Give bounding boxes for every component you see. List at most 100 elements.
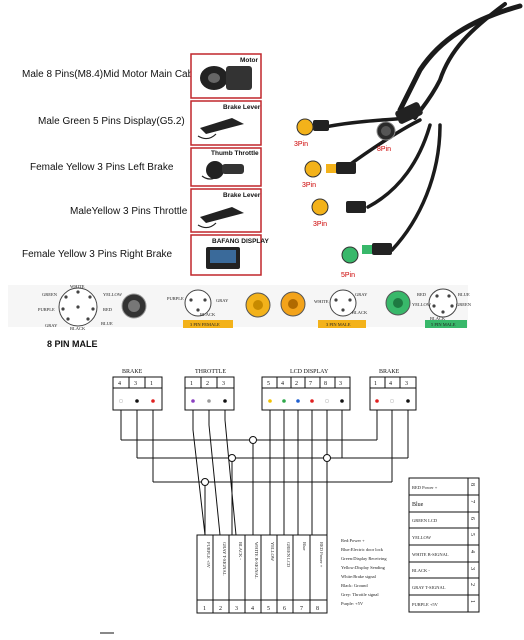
pin-number: 3: [222, 381, 225, 387]
legend-item: Red:Power +: [341, 538, 365, 543]
legend-item: White:Brake signal: [341, 574, 377, 579]
product-box-thumb-throttle: Thumb Throttle: [190, 147, 262, 187]
product-box-motor: Motor: [190, 53, 262, 99]
pin-number: 7: [309, 381, 312, 387]
pin-number: 8: [324, 381, 327, 387]
pin-number: 3: [469, 567, 475, 570]
pin-number: 5: [267, 381, 270, 387]
wire-label: Blue: [302, 542, 307, 551]
wire-label: WHITE: [70, 284, 85, 289]
pin-number: 6: [469, 517, 475, 520]
pin-number: 6: [283, 606, 286, 612]
pin-number: 1: [150, 381, 153, 387]
pin-number: 1: [190, 381, 193, 387]
schematic: [112, 376, 480, 614]
wire-label: WHITE: [314, 299, 329, 304]
brake-left-title: BRAKE: [122, 369, 143, 375]
pin-number: 4: [389, 381, 392, 387]
pin-number: 1: [469, 600, 475, 603]
pin-number: 7: [300, 606, 303, 612]
wire-label: GREEN LCD: [286, 542, 291, 568]
product-box-display: BAFANG DISPLAY: [190, 234, 269, 276]
wire-label: WHITE B-SIGNAL: [412, 552, 449, 557]
wire-label: GREEN: [42, 292, 58, 297]
pin-number: 8: [316, 606, 319, 612]
wire-label: GREEN LCD: [412, 518, 438, 523]
legend-item: Black: Ground: [341, 583, 368, 588]
wire-label: RED Power +: [319, 542, 324, 568]
wire-label: BLACK -: [238, 542, 243, 560]
wire-label: GRAY T-SIGNAL: [412, 585, 446, 590]
wire-label: GREEN: [456, 302, 472, 307]
wire-label: WHITE B-SIGNAL: [254, 542, 259, 579]
pin-number: 1: [374, 381, 377, 387]
wire-label: YELLOW: [270, 542, 275, 562]
wire-label: PURPLE: [38, 307, 55, 312]
pinout-3pin-female: PURPLE GRAY BLACK 3 PIN FEMALE: [167, 289, 233, 328]
pin-number: 3: [405, 381, 408, 387]
pin-number: 3: [134, 381, 137, 387]
pinout-3pin-male: WHITE GRAY BLACK 3 PIN MALE: [280, 289, 368, 328]
pin-number: 3: [235, 606, 238, 612]
wire-label: GRAY: [355, 292, 368, 297]
pin-callout-8pin: 8Pin: [377, 146, 391, 153]
wire-label: RED: [417, 292, 427, 297]
box-title: Motor: [240, 57, 259, 64]
wire-label: GRAY: [45, 323, 58, 328]
legend-item: Grey: Throttle signal: [341, 592, 379, 597]
pin-number: 8: [469, 483, 475, 486]
wire-label: BLACK: [430, 316, 446, 321]
pinout-label: 5 PIN MALE: [431, 322, 456, 327]
box-title: Brake Lever: [223, 104, 261, 111]
pin-callout-3pin-3: 3Pin: [313, 221, 327, 228]
brake-right-title: BRAKE: [379, 369, 400, 375]
wire-label: GRAY T-SIGNAL: [222, 542, 227, 576]
wire-label: GRAY: [216, 298, 229, 303]
cable-label-right-brake: Female Yellow 3 Pins Right Brake: [22, 249, 173, 260]
wire-label: BLUE: [458, 292, 470, 297]
legend-item: Blue:Electric door lock: [341, 547, 384, 552]
product-box-brake-lever-2: Brake Lever: [190, 188, 262, 233]
pin-callout-3pin-2: 3Pin: [302, 182, 316, 189]
pin-number: 1: [203, 606, 206, 612]
pin-number: 5: [469, 533, 475, 536]
cable-label-left-brake: Female Yellow 3 Pins Left Brake: [30, 162, 174, 173]
eight-pin-title: 8 PIN MALE: [47, 339, 98, 349]
wire-label: BLACK: [70, 326, 86, 331]
pin-number: 2: [295, 381, 298, 387]
wire-label: Blue: [412, 502, 424, 508]
legend-item: Purple: +5V: [341, 601, 364, 606]
wire-label: BLUE: [101, 321, 113, 326]
pinout-5pin-male: RED BLUE YELLOW GREEN BLACK 5 PIN MALE: [385, 288, 472, 328]
pin-number: 4: [469, 550, 475, 553]
throttle-icon: [206, 161, 224, 179]
cable-harness: [323, 2, 523, 252]
cable-label-display: Male Green 5 Pins Display(G5.2): [38, 116, 185, 127]
wire-label: YELLOW: [412, 302, 432, 307]
box-title: Brake Lever: [223, 192, 261, 199]
pin-number: 5: [267, 606, 270, 612]
box-title: Thumb Throttle: [211, 150, 259, 157]
junction-dots: [201, 436, 331, 486]
color-legend: Red:Power + Blue:Electric door lock Gree…: [341, 538, 387, 606]
wire-label: PURPLE: [167, 296, 184, 301]
wire-label: YELLOW: [103, 292, 123, 297]
cable-label-motor: Male 8 Pins(M8.4)Mid Motor Main Cable: [22, 69, 201, 80]
connector-3pin-yellow-3: [311, 198, 329, 216]
pin-number: 2: [219, 606, 222, 612]
product-box-brake-lever-1: Brake Lever: [190, 100, 262, 146]
wire-color-dots: [118, 398, 410, 404]
brake-lever-icon: [200, 118, 244, 134]
wire-label: PURPLE +5V: [412, 602, 439, 607]
box-title: BAFANG DISPLAY: [212, 238, 269, 245]
pin-number: 2: [206, 381, 209, 387]
bottom-connector-labels: PURPLE +5V GRAY T-SIGNAL BLACK - WHITE B…: [203, 542, 324, 612]
pin-number: 4: [281, 381, 284, 387]
wire-label: BLACK -: [412, 568, 430, 573]
pinout-label: 3 PIN FEMALE: [190, 322, 220, 327]
wire-label: PURPLE +5V: [206, 542, 211, 569]
wire-label: YELLOW: [412, 535, 432, 540]
side-connector-labels: RED Power + Blue GREEN LCD YELLOW WHITE …: [412, 483, 475, 607]
pin-number: 7: [469, 500, 475, 503]
